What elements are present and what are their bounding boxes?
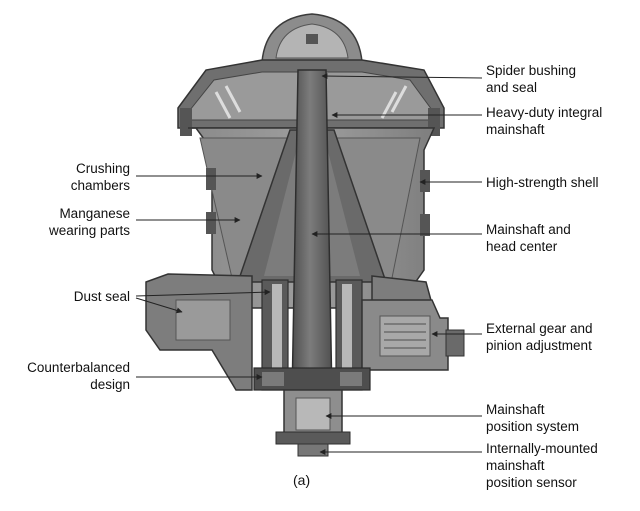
counterweight <box>253 367 371 391</box>
leader-spider-bushing <box>321 73 483 80</box>
label-line: head center <box>486 239 558 254</box>
spider-cap <box>261 13 363 63</box>
label-internally-mounted-mainshaft-position-sensor: Internally-mounted mainshaft position se… <box>486 440 598 491</box>
label-counterbalanced-design: Counterbalanced design <box>27 359 130 393</box>
label-mainshaft-and-head-center: Mainshaft and head center <box>486 221 571 255</box>
label-spider-bushing-and-seal: Spider bushing and seal <box>486 62 576 96</box>
leaders-left <box>135 173 271 380</box>
label-line: Mainshaft and <box>486 222 571 237</box>
label-line: pinion adjustment <box>486 338 592 353</box>
label-line: Mainshaft <box>486 402 545 417</box>
label-manganese-wearing-parts: Manganese wearing parts <box>49 205 130 239</box>
label-line: wearing parts <box>48 223 130 238</box>
label-line: High-strength shell <box>486 175 599 190</box>
label-line: chambers <box>70 178 130 193</box>
label-line: External gear and <box>486 321 593 336</box>
label-line: Heavy-duty integral <box>486 105 603 120</box>
label-line: mainshaft <box>486 458 545 473</box>
label-line: design <box>90 377 130 392</box>
label-line: Dust seal <box>73 289 130 304</box>
label-dust-seal: Dust seal <box>74 288 130 305</box>
label-line: Manganese <box>59 206 130 221</box>
label-line: position system <box>486 419 580 434</box>
figure-caption: (a) <box>293 472 311 488</box>
label-mainshaft-position-system: Mainshaft position system <box>486 401 579 435</box>
position-system <box>275 389 351 457</box>
pinion-housing <box>361 299 465 371</box>
label-line: Crushing <box>75 161 130 176</box>
leader-dust-seal-1 <box>135 289 271 297</box>
label-line: and seal <box>486 80 538 95</box>
label-line: Spider bushing <box>486 63 577 78</box>
label-heavy-duty-integral-mainshaft: Heavy-duty integral mainshaft <box>486 104 602 138</box>
label-high-strength-shell: High-strength shell <box>486 174 599 191</box>
leaders-right <box>311 73 483 455</box>
label-crushing-chambers: Crushing chambers <box>71 160 130 194</box>
label-line: position sensor <box>486 475 577 490</box>
lower-frame <box>145 273 433 391</box>
label-line: mainshaft <box>486 122 545 137</box>
label-line: Internally-mounted <box>486 441 598 456</box>
leader-dust-seal-2 <box>135 297 183 314</box>
label-line: Counterbalanced <box>27 360 130 375</box>
label-external-gear-and-pinion-adjustment: External gear and pinion adjustment <box>486 320 593 354</box>
